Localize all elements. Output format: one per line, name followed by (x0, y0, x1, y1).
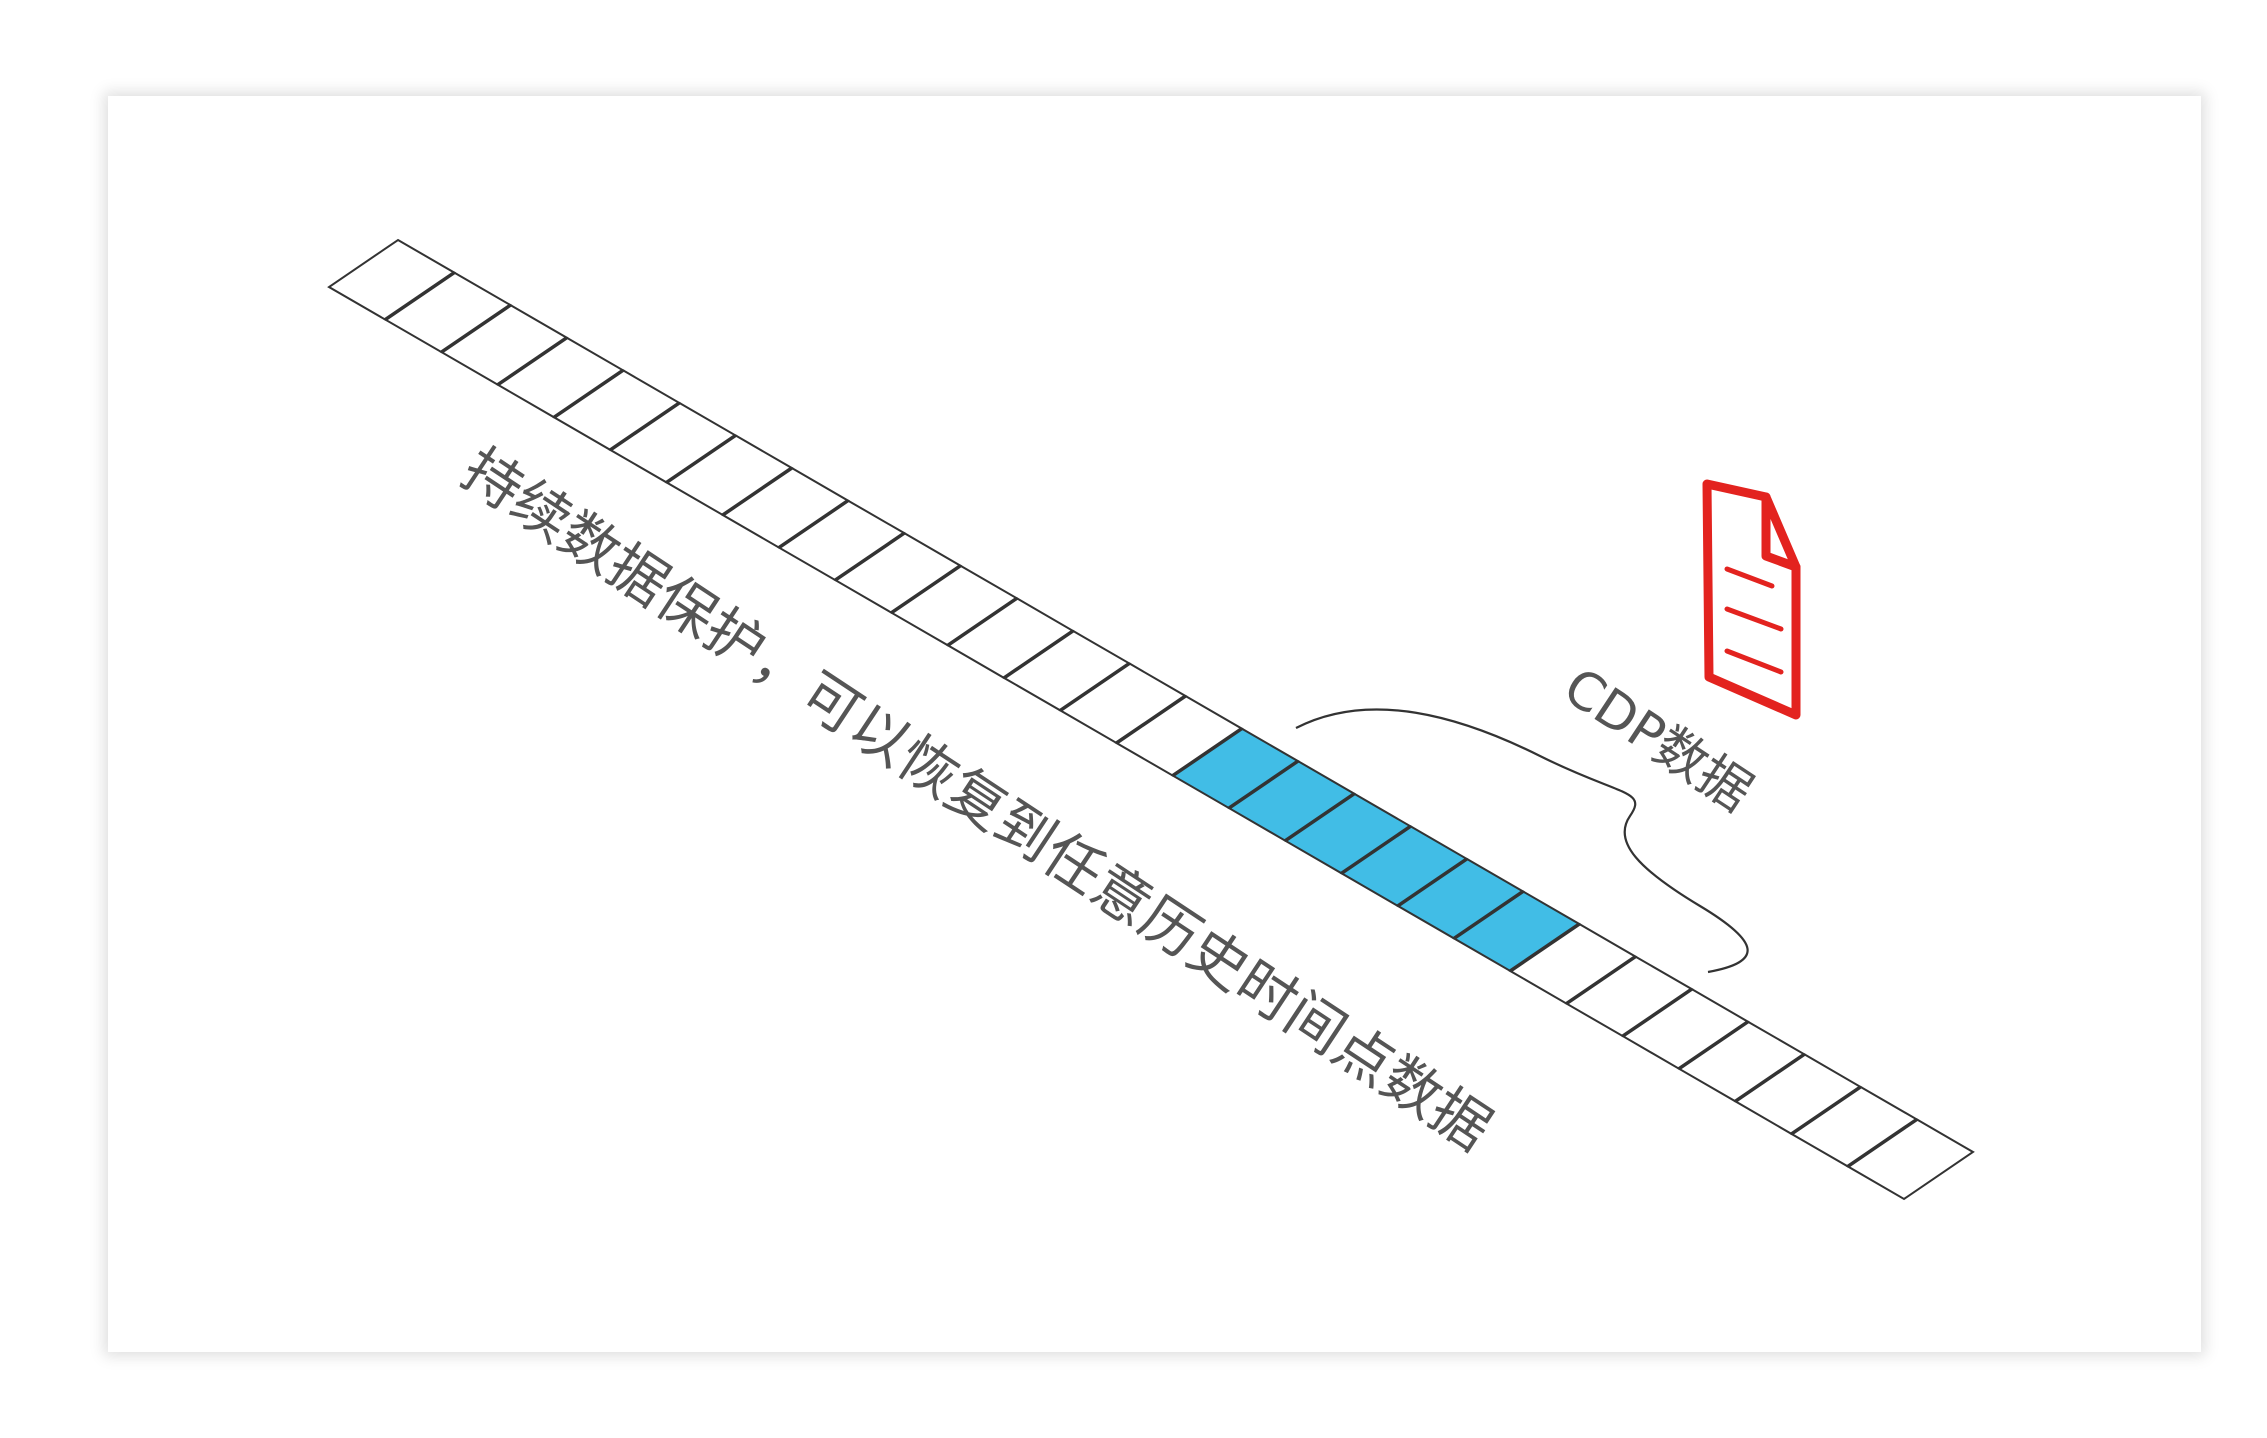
timeline-divider (1621, 987, 1693, 1038)
timeline-divider (1846, 1117, 1918, 1168)
timeline-strip (327, 238, 1975, 1201)
timeline-divider (1565, 955, 1637, 1006)
timeline-divider (834, 531, 906, 582)
timeline-divider (890, 564, 962, 615)
timeline-divider (1228, 759, 1299, 810)
timeline-divider (778, 499, 849, 550)
timeline-divider (721, 466, 793, 517)
document-icon (1702, 479, 1801, 720)
timeline-divider (440, 303, 512, 354)
timeline-divider (1453, 889, 1524, 940)
timeline-divider (553, 368, 624, 419)
timeline-divider (1340, 824, 1412, 875)
timeline-divider (384, 271, 456, 322)
timeline-divider (665, 433, 737, 484)
timeline-divider (1003, 629, 1074, 680)
timeline-divider (1790, 1085, 1862, 1136)
timeline-divider (1734, 1052, 1806, 1103)
timeline-divider (609, 401, 681, 452)
timeline-divider (496, 336, 568, 387)
timeline-divider (1509, 922, 1581, 973)
timeline-divider (1678, 1020, 1749, 1071)
cdp-brace (1295, 708, 1749, 974)
timeline-divider (1115, 694, 1187, 745)
timeline-divider (1396, 857, 1468, 908)
timeline-divider (1284, 792, 1356, 843)
timeline-divider (946, 596, 1018, 647)
timeline-divider (1059, 661, 1131, 712)
timeline-divider (1171, 727, 1243, 778)
